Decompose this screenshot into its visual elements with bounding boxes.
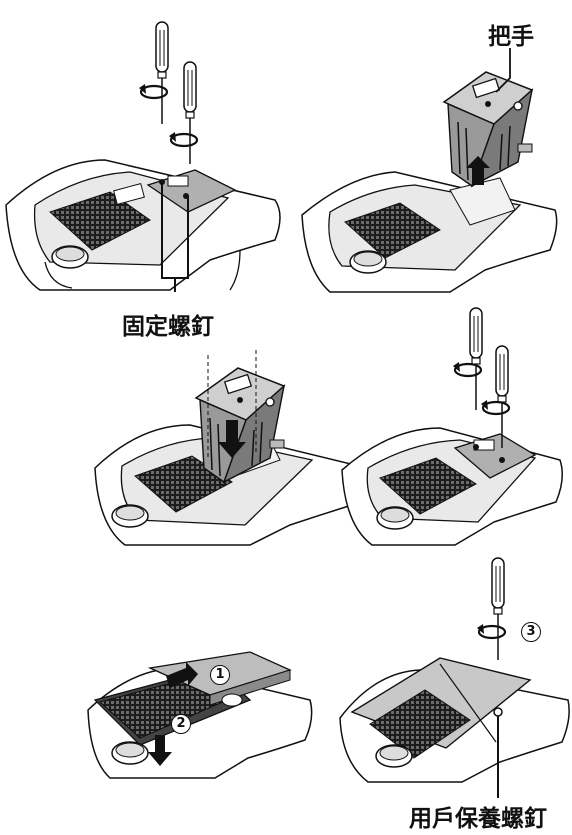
panel-3-insert-lamp <box>94 350 359 546</box>
step-number-2: 2 <box>171 714 191 734</box>
panel-4-tighten-screws <box>341 307 563 546</box>
panel-6-tighten-cover-screw <box>339 557 570 798</box>
panel-1-remove-screws <box>5 21 281 292</box>
handle-label: 把手 <box>488 24 534 50</box>
panel-5-attach-cover <box>87 651 313 779</box>
user-service-cover-screw-label: 用戶保養螺釘 <box>409 806 547 832</box>
step-number-3: 3 <box>521 622 541 642</box>
fixing-screws-label: 固定螺釘 <box>122 314 214 340</box>
panel-2-lift-lamp <box>301 48 558 293</box>
step-number-1: 1 <box>210 665 230 685</box>
